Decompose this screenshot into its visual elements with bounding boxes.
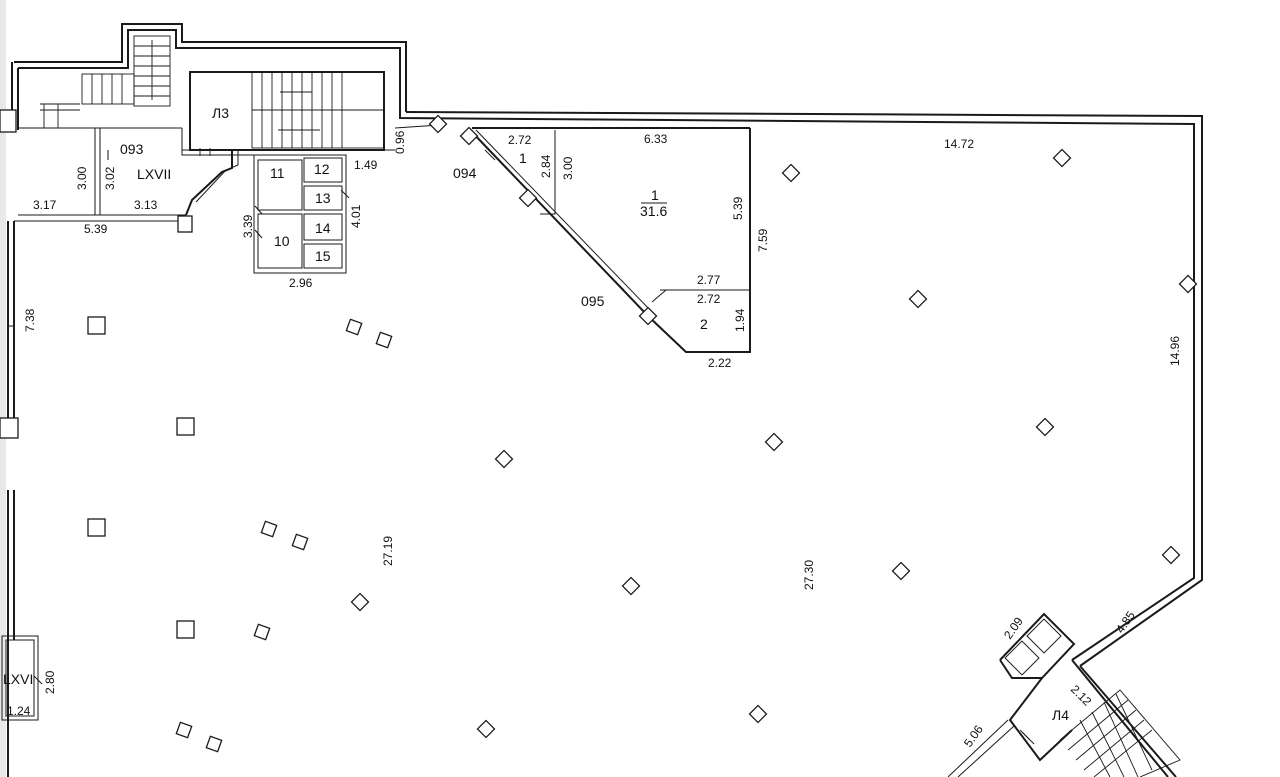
label-l3: Л3 bbox=[212, 105, 229, 121]
dim-0-96: 0.96 bbox=[393, 130, 407, 154]
wall-block-093 bbox=[11, 23, 407, 222]
dim-3-00-a: 3.00 bbox=[75, 166, 89, 190]
dim-27-19: 27.19 bbox=[381, 536, 395, 566]
label-093: 093 bbox=[120, 141, 144, 157]
dim-2-96: 2.96 bbox=[289, 276, 313, 290]
stair-l4 bbox=[947, 612, 1181, 777]
dim-3-13: 3.13 bbox=[134, 198, 158, 212]
dim-2-80: 2.80 bbox=[43, 670, 57, 694]
outer-wall-main bbox=[394, 108, 1203, 667]
dim-5-39-b: 5.39 bbox=[731, 196, 745, 220]
label-l4: Л4 bbox=[1052, 707, 1069, 723]
stair-l3 bbox=[189, 71, 385, 156]
label-094: 094 bbox=[453, 165, 477, 181]
label-room-14: 14 bbox=[315, 220, 331, 236]
room-lxvi bbox=[1, 635, 39, 721]
dim-2-12: 2.12 bbox=[1068, 682, 1095, 709]
dimension-ticks bbox=[33, 149, 1031, 741]
dim-5-39-a: 5.39 bbox=[84, 222, 108, 236]
dim-1-94: 1.94 bbox=[733, 308, 747, 332]
label-room-1-number: 1 bbox=[651, 187, 659, 203]
dim-2-77: 2.77 bbox=[697, 273, 721, 287]
dim-5-06: 5.06 bbox=[961, 722, 986, 749]
dim-27-30: 27.30 bbox=[802, 560, 816, 590]
label-room-12: 12 bbox=[314, 161, 330, 177]
left-wall bbox=[0, 109, 19, 777]
columns bbox=[87, 114, 1198, 753]
dim-3-17: 3.17 bbox=[33, 198, 57, 212]
dim-1-49: 1.49 bbox=[354, 158, 378, 172]
dim-4-85: 4.85 bbox=[1113, 608, 1138, 635]
label-room-2: 2 bbox=[700, 316, 708, 332]
dim-4-01: 4.01 bbox=[349, 204, 363, 228]
dim-2-72-a: 2.72 bbox=[508, 133, 532, 147]
dim-7-59: 7.59 bbox=[756, 228, 770, 252]
dim-3-02: 3.02 bbox=[103, 166, 117, 190]
scan-edge-shadow bbox=[0, 0, 6, 777]
partition-094-095 bbox=[469, 127, 751, 353]
label-lxvii: LXVII bbox=[137, 166, 171, 182]
dim-2-72-b: 2.72 bbox=[697, 292, 721, 306]
rooms-10-15 bbox=[185, 150, 347, 274]
dim-3-00-b: 3.00 bbox=[561, 156, 575, 180]
label-room-1-small: 1 bbox=[519, 150, 527, 166]
label-room-10: 10 bbox=[274, 233, 290, 249]
room-labels: 093 LXVII Л3 094 095 1 1 31.6 2 10 11 12… bbox=[3, 105, 1069, 723]
label-room-13: 13 bbox=[315, 190, 331, 206]
dim-7-38: 7.38 bbox=[23, 308, 37, 332]
stair-top-left bbox=[40, 35, 171, 128]
label-room-1-area: 31.6 bbox=[640, 203, 667, 219]
label-room-15: 15 bbox=[315, 248, 331, 264]
label-lxvi: LXVI bbox=[3, 671, 33, 687]
label-095: 095 bbox=[581, 293, 605, 309]
dimension-labels: 3.00 3.02 3.17 3.13 5.39 1.49 0.96 3.39 … bbox=[7, 130, 1182, 749]
dim-14-72: 14.72 bbox=[944, 137, 974, 151]
dim-14-96: 14.96 bbox=[1168, 336, 1182, 366]
dim-2-22: 2.22 bbox=[708, 356, 732, 370]
dim-2-84: 2.84 bbox=[539, 154, 553, 178]
label-room-11: 11 bbox=[270, 165, 285, 181]
dim-6-33: 6.33 bbox=[644, 132, 668, 146]
dim-1-24: 1.24 bbox=[7, 704, 31, 718]
dim-3-39: 3.39 bbox=[241, 214, 255, 238]
